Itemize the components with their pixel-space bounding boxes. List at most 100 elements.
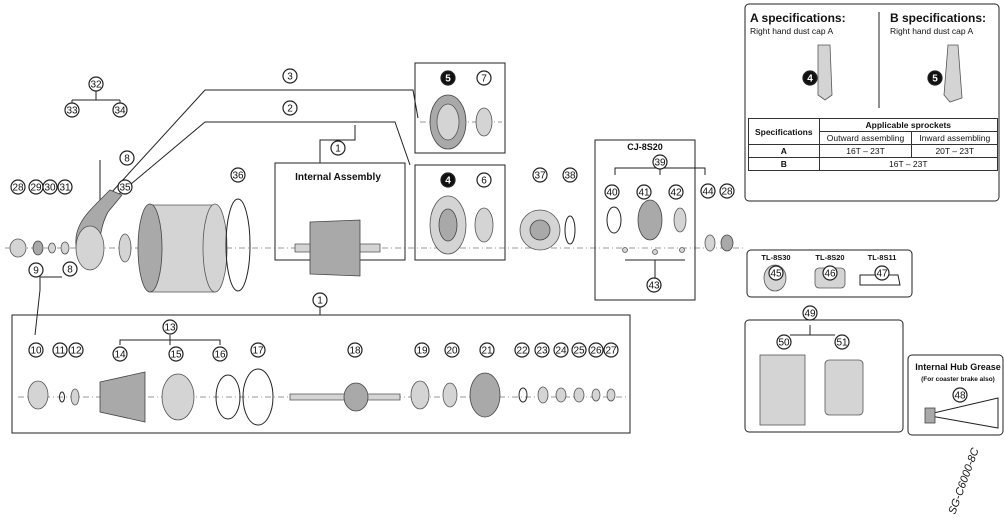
callout-23: 23: [534, 342, 550, 358]
svg-text:17: 17: [252, 346, 264, 357]
callout-7: 7: [476, 70, 492, 86]
callout-32: 32: [88, 76, 104, 92]
callout-44: 44: [700, 183, 716, 199]
svg-text:15: 15: [170, 350, 182, 361]
dust-cap-5-box: [414, 62, 506, 154]
callout-14: 14: [112, 346, 128, 362]
svg-text:5: 5: [932, 74, 938, 85]
svg-text:32: 32: [90, 80, 102, 91]
svg-text:20: 20: [446, 346, 458, 357]
callout-46: 46: [822, 265, 838, 281]
callout-5: 5: [440, 70, 456, 86]
callout-24: 24: [553, 342, 569, 358]
svg-text:5: 5: [445, 74, 451, 85]
svg-text:36: 36: [232, 171, 244, 182]
svg-text:14: 14: [114, 350, 126, 361]
col-outward: Outward assembling: [818, 131, 913, 145]
callout-35: 35: [117, 179, 133, 195]
callout-30: 30: [42, 179, 58, 195]
svg-text:27: 27: [605, 346, 617, 357]
callout-19: 19: [414, 342, 430, 358]
callout-21: 21: [479, 342, 495, 358]
internal-assembly-label: Internal Assembly: [295, 172, 381, 183]
callout-8: 8: [62, 261, 78, 277]
callout-48: 48: [952, 387, 968, 403]
internal-parts-box: [11, 314, 631, 434]
svg-text:28: 28: [12, 183, 24, 194]
svg-text:28: 28: [721, 187, 733, 198]
callout-51: 51: [834, 334, 850, 350]
svg-text:26: 26: [590, 346, 602, 357]
svg-text:38: 38: [564, 171, 576, 182]
spec-panel-box: [744, 3, 1000, 202]
callout-27: 27: [603, 342, 619, 358]
svg-text:23: 23: [536, 346, 548, 357]
grease-tub: [824, 359, 864, 416]
callout-31: 31: [57, 179, 73, 195]
callout-18: 18: [347, 342, 363, 358]
svg-text:46: 46: [824, 269, 836, 280]
callout-2: 2: [282, 100, 298, 116]
callout-17: 17: [250, 342, 266, 358]
callout-20: 20: [444, 342, 460, 358]
callout-33: 33: [64, 102, 80, 118]
callout-1: 1: [330, 140, 346, 156]
callout-29: 29: [28, 179, 44, 195]
svg-text:2: 2: [287, 104, 293, 115]
tool-label-1: TL-8S30: [761, 253, 790, 262]
tools-box: [746, 249, 913, 298]
sprocket-spec-table: Specifications Applicable sprockets Outw…: [748, 118, 999, 171]
svg-text:31: 31: [59, 183, 71, 194]
callout-8: 8: [119, 150, 135, 166]
svg-text:44: 44: [702, 187, 714, 198]
spec-a-sub: Right hand dust cap A: [750, 26, 834, 36]
svg-text:18: 18: [349, 346, 361, 357]
svg-text:4: 4: [445, 176, 451, 187]
svg-text:30: 30: [44, 183, 56, 194]
grease-title: Internal Hub Grease: [915, 362, 1001, 372]
callout-36: 36: [230, 167, 246, 183]
svg-text:40: 40: [606, 188, 618, 199]
spec-callout-5: 5: [927, 70, 943, 86]
callout-22: 22: [514, 342, 530, 358]
svg-text:33: 33: [66, 106, 78, 117]
callout-28: 28: [10, 179, 26, 195]
svg-text:50: 50: [778, 338, 790, 349]
callout-40: 40: [604, 184, 620, 200]
callout-6: 6: [476, 172, 492, 188]
svg-text:47: 47: [876, 269, 888, 280]
svg-text:16: 16: [214, 350, 226, 361]
callout-1: 1: [312, 292, 328, 308]
callout-38: 38: [562, 167, 578, 183]
callout-15: 15: [168, 346, 184, 362]
callout-47: 47: [874, 265, 890, 281]
spec-b-sub: Right hand dust cap A: [890, 26, 974, 36]
callout-50: 50: [776, 334, 792, 350]
callout-28: 28: [719, 183, 735, 199]
callout-37: 37: [532, 167, 548, 183]
svg-text:1: 1: [335, 144, 341, 155]
svg-text:34: 34: [114, 106, 126, 117]
svg-text:7: 7: [481, 74, 487, 85]
svg-text:9: 9: [33, 266, 39, 277]
callout-25: 25: [571, 342, 587, 358]
callout-3: 3: [282, 68, 298, 84]
grease-box: [907, 354, 1004, 436]
svg-text:43: 43: [648, 281, 660, 292]
svg-text:35: 35: [119, 183, 131, 194]
svg-text:51: 51: [836, 338, 848, 349]
row-b-value: 16T – 23T: [818, 157, 999, 171]
svg-text:24: 24: [555, 346, 567, 357]
svg-text:21: 21: [481, 346, 493, 357]
row-a-inward: 20T – 23T: [911, 144, 998, 158]
svg-text:6: 6: [481, 176, 487, 187]
svg-text:11: 11: [55, 346, 66, 357]
callout-49: 49: [802, 305, 818, 321]
callout-16: 16: [212, 346, 228, 362]
model-label: SG-C6000-8C: [947, 446, 982, 516]
svg-text:45: 45: [770, 269, 782, 280]
callout-42: 42: [668, 184, 684, 200]
svg-text:42: 42: [670, 188, 682, 199]
col-inward: Inward assembling: [911, 131, 998, 145]
